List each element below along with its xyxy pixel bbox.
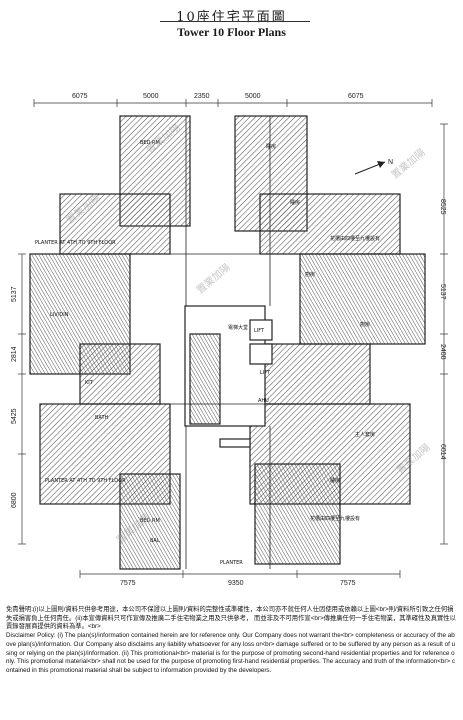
dim-bottom-3: 7575 bbox=[340, 580, 356, 587]
room-label: 主人套房 bbox=[355, 431, 375, 438]
room-label: 睡房 bbox=[290, 199, 300, 206]
room-label: BED RM bbox=[140, 140, 160, 146]
room-label: BAL bbox=[150, 538, 160, 544]
room-label: PLANTER bbox=[220, 560, 243, 566]
dim-top-2: 5000 bbox=[143, 93, 159, 100]
dim-right-3: 2400 bbox=[439, 344, 446, 360]
room-label: LIFT bbox=[254, 328, 265, 334]
room-label: LIFT bbox=[260, 370, 271, 376]
room-label: 廚房 bbox=[360, 321, 370, 328]
dim-right-1: 8525 bbox=[439, 199, 446, 215]
planter-note: PLANTER AT 4TH TO 9TH FLOOR bbox=[45, 478, 126, 484]
dimension-rails bbox=[18, 99, 448, 578]
dim-top-1: 6075 bbox=[72, 93, 88, 100]
planter-note-cn: 花槽由四樓至九樓設有 bbox=[330, 235, 380, 242]
planter-note: PLANTER AT 4TH TO 9TH FLOOR bbox=[35, 240, 116, 246]
disclaimer-block: 免責聲明:(i)以上圖則/資料只供參考用途，本公司不保證以上圖則/資料的完整性或… bbox=[6, 606, 458, 718]
planter-note-cn: 花槽由四樓至九樓設有 bbox=[310, 515, 360, 522]
watermark: 置業加陽 bbox=[389, 146, 428, 182]
room-label: BATH bbox=[95, 415, 109, 421]
building-core bbox=[184, 305, 273, 448]
floor-plan-svg: 6075 5000 2350 5000 6075 7575 9350 7575 … bbox=[11, 93, 448, 587]
title-english: Tower 10 Floor Plans bbox=[177, 25, 286, 39]
title-chinese: 10座住宅平面圖 bbox=[176, 10, 287, 25]
dim-top-4: 5000 bbox=[245, 93, 261, 100]
title-underline bbox=[160, 21, 310, 22]
dim-bottom-2: 9350 bbox=[228, 580, 244, 587]
dim-top-5: 6075 bbox=[348, 93, 364, 100]
room-label: KIT bbox=[85, 380, 94, 386]
room-label: 廚房 bbox=[305, 271, 315, 278]
north-arrow-icon: N bbox=[354, 159, 393, 175]
grid-lines bbox=[40, 116, 425, 569]
room-label: 睡房 bbox=[330, 477, 340, 484]
dim-left-3: 5425 bbox=[11, 408, 18, 424]
dim-right-2: 5137 bbox=[439, 284, 446, 300]
dim-left-1: 5137 bbox=[11, 286, 18, 302]
unit-blocks bbox=[29, 115, 426, 570]
room-label: AHU bbox=[258, 398, 269, 404]
dim-top-3: 2350 bbox=[194, 93, 210, 100]
dim-left-2: 2814 bbox=[11, 346, 18, 362]
north-label: N bbox=[388, 159, 393, 166]
room-label: 睡房 bbox=[266, 143, 276, 150]
watermark: 置業加陽 bbox=[194, 261, 233, 297]
room-label: 電梯大堂 bbox=[228, 324, 248, 331]
dim-right-4: 6014 bbox=[439, 444, 446, 460]
room-label: LIV/DIN bbox=[50, 312, 69, 318]
room-label: BED RM bbox=[140, 518, 160, 524]
floor-plan-drawing: 6075 5000 2350 5000 6075 7575 9350 7575 … bbox=[0, 44, 463, 606]
disclaimer-english: Disclaimer Policy: (i) The plan(s)/infor… bbox=[6, 632, 456, 674]
disclaimer-chinese: 免責聲明:(i)以上圖則/資料只供參考用途，本公司不保證以上圖則/資料的完整性或… bbox=[6, 606, 456, 631]
dim-bottom-1: 7575 bbox=[120, 580, 136, 587]
dim-left-4: 6800 bbox=[11, 492, 18, 508]
